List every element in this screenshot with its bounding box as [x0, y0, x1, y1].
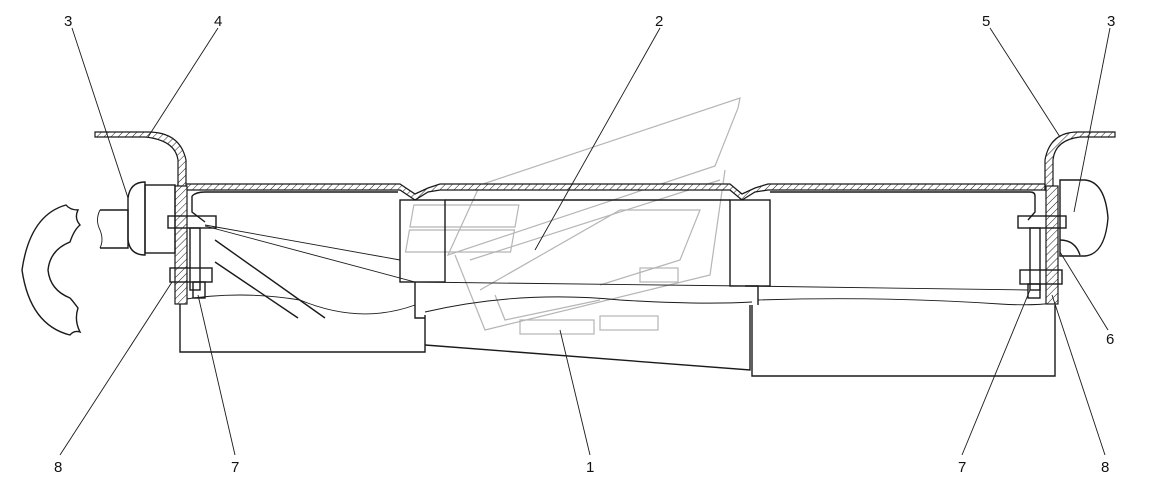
right-lamp: [1059, 179, 1109, 257]
right-fasteners: [1017, 215, 1067, 299]
callout-3-left: 3: [64, 13, 72, 30]
right-bracket: [1044, 131, 1116, 305]
callout-7-left: 7: [231, 459, 239, 476]
callout-4: 4: [214, 13, 222, 30]
main-housing: [177, 183, 1046, 223]
callouts: 1 2 3 3 4 5 6 7 7 8 8: [54, 13, 1115, 476]
callout-2: 2: [655, 13, 663, 30]
callout-8-left: 8: [54, 459, 62, 476]
callout-6: 6: [1106, 331, 1114, 348]
broken-view-arc: [21, 204, 82, 336]
leader-lines: [59, 27, 1111, 456]
roller-body: [179, 199, 1056, 377]
callout-7-right: 7: [958, 459, 966, 476]
left-lamp: [97, 181, 176, 256]
left-fasteners: [167, 215, 217, 299]
callout-3-right: 3: [1107, 13, 1115, 30]
callout-1: 1: [586, 459, 594, 476]
left-bracket: [94, 131, 188, 305]
watermark-logo: [404, 97, 741, 335]
callout-5: 5: [982, 13, 990, 30]
callout-8-right: 8: [1101, 459, 1109, 476]
